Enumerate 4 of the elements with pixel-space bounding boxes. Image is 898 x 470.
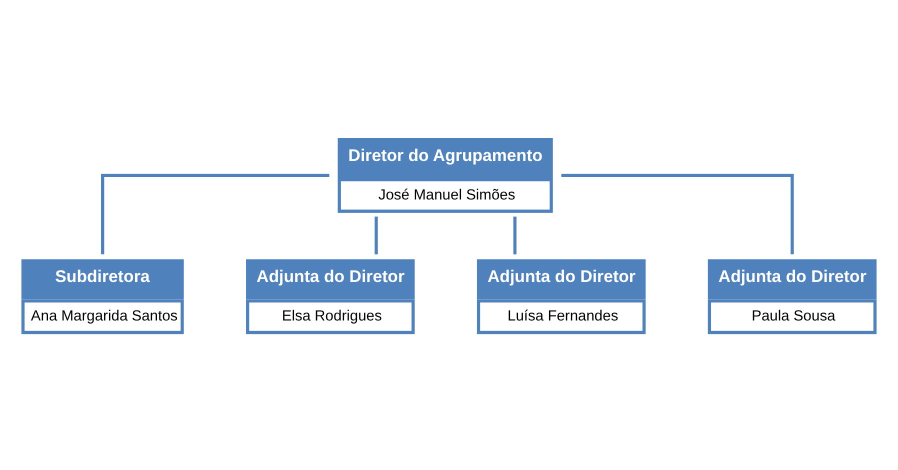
connector — [374, 216, 378, 254]
connector — [101, 173, 330, 254]
connector — [513, 216, 516, 254]
connector — [561, 173, 794, 254]
